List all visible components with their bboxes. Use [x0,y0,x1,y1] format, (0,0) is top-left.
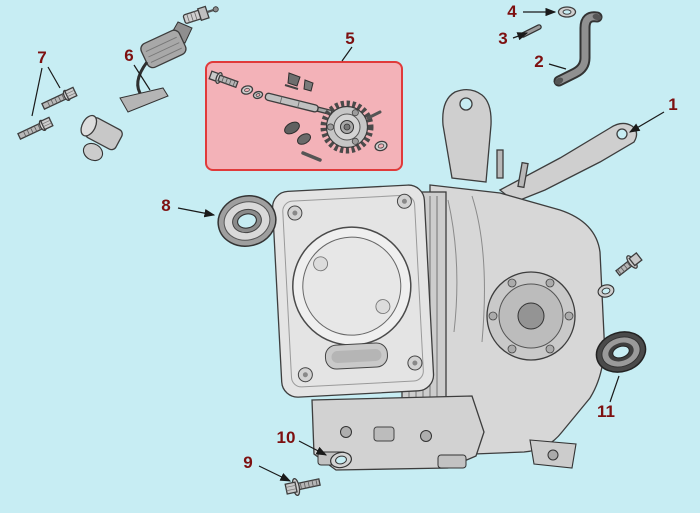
engine-base [311,395,577,471]
part-sealing-washer[interactable] [329,450,353,469]
leader-line-3 [512,32,529,41]
cam-rocker-1 [287,72,301,87]
leader-line-7a [47,66,61,89]
cam-washer-2 [252,90,264,100]
callout-5[interactable]: 5 [345,29,354,48]
bolt-2 [17,116,54,140]
leader-line-8 [177,207,216,218]
cam-gear [320,100,374,154]
part-flange-bolt[interactable] [284,474,321,498]
cam-washer-3 [374,140,388,152]
callout-2[interactable]: 2 [534,52,543,71]
bracket-right-hole [616,128,628,140]
leader-line-9 [258,465,292,482]
part-ball-bearing[interactable] [213,191,280,252]
leader-line-10 [298,440,328,456]
callout-10[interactable]: 10 [277,428,296,447]
pipe-end [592,13,602,21]
callout-1[interactable]: 1 [668,95,677,114]
leader-line-5 [341,46,353,62]
callout-4[interactable]: 4 [507,2,517,21]
cam-pin [301,151,322,162]
leader-line-6 [133,64,151,91]
drain-plug-bolt[interactable] [613,251,644,279]
callout-3[interactable]: 3 [498,29,507,48]
part-bolts[interactable] [17,86,78,142]
head-stud-2 [517,161,529,189]
bracket-center [442,88,492,183]
cam-washer-1 [240,85,254,95]
leader-line-7b [31,67,43,117]
callout-8[interactable]: 8 [161,196,170,215]
leader-line-2 [548,63,567,70]
bracket-center-hole [459,97,473,111]
part-oil-seal[interactable] [591,326,651,379]
condenser [80,114,123,151]
leader-line-1 [628,111,665,133]
condenser-cap [82,142,104,162]
cam-pin-small [366,110,382,120]
cam-shaft-rod [264,92,333,116]
callouts: 1 2 3 4 5 6 7 8 9 10 11 [37,2,677,472]
cam-rocker-pin [284,84,299,90]
cam-lobe-1 [284,121,300,135]
cylinder-face-plate [271,184,435,398]
crankcase-ribs [447,195,485,343]
callout-7[interactable]: 7 [37,48,46,67]
leader-line-11 [609,375,620,403]
callout-6[interactable]: 6 [124,46,133,65]
mounting-foot [437,454,467,469]
coil-body [140,29,187,69]
bolt-1 [41,86,78,110]
part-crank-handle[interactable] [553,11,603,87]
leader-lines [31,7,665,482]
callout-9[interactable]: 9 [243,453,252,472]
spark-plug [182,5,219,24]
cam-rocker-2 [303,79,314,92]
coil-bracket [119,87,169,113]
drain-plug-washer[interactable] [597,283,616,299]
part-ignition-coil[interactable] [78,3,220,164]
head-stud-1 [496,149,504,179]
pipe-end [554,77,564,85]
crank-boss [486,271,576,361]
cam-bolt [208,70,239,89]
part-camshaft-assembly[interactable] [208,70,388,162]
part-engine-block[interactable] [271,88,638,471]
callout-11[interactable]: 11 [597,402,615,421]
part-washer-top[interactable] [557,6,577,18]
cam-lobe-2 [297,133,311,145]
